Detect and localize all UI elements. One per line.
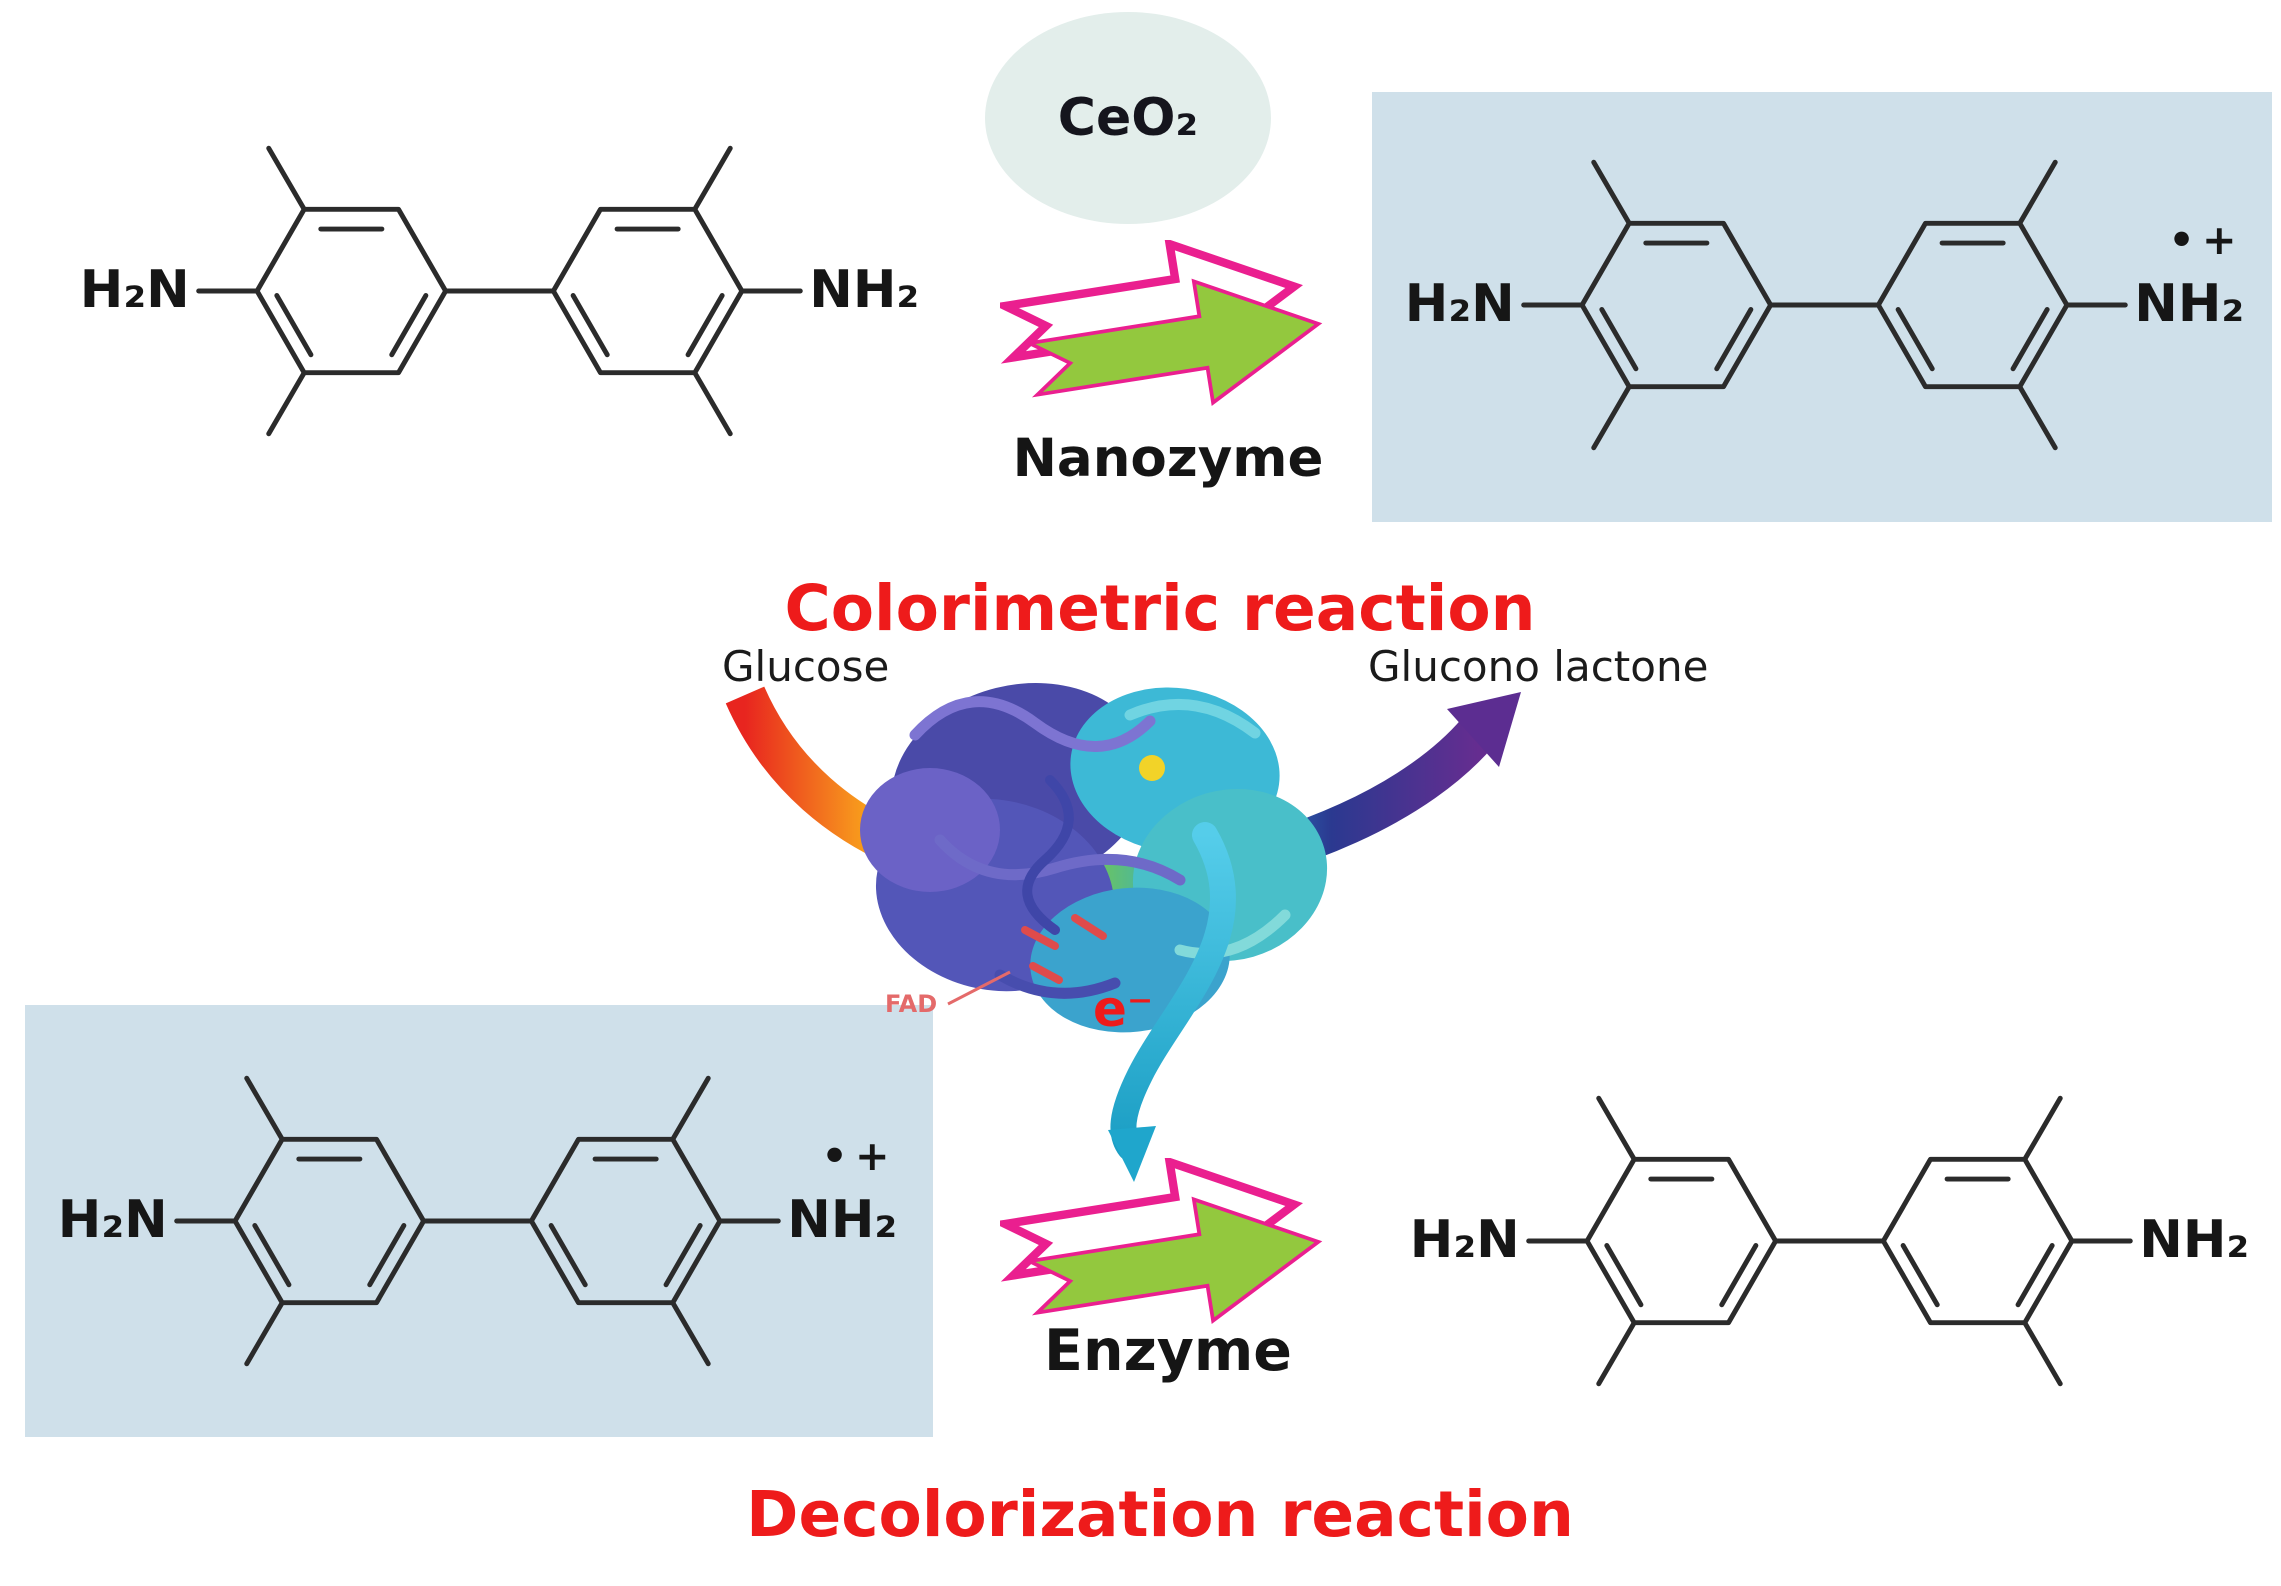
ceo2-nanozyme-ellipse: CeO₂ [985, 12, 1271, 224]
electron-transfer-arrow [1110, 822, 1237, 1161]
nanozyme-reaction-arrow [1000, 240, 1330, 432]
glucose-oxidase-protein: FAD [860, 683, 1328, 1033]
glucose-oxidation-artwork: FAD [725, 683, 1521, 1182]
electron-arrowhead [1108, 1126, 1156, 1182]
amine-right-label: NH₂ [2139, 1210, 2249, 1270]
glucose-label: Glucose [722, 642, 890, 691]
rainbow-arrowhead [1447, 692, 1521, 767]
protein-ribbon-strand [1124, 699, 1261, 739]
amine-left-label: H₂N [1410, 1210, 1520, 1270]
amine-right-label: NH₂ [787, 1190, 897, 1250]
active-site-dot [1139, 755, 1165, 781]
oxidized-tmb-structure-bottom-left: H₂N NH₂ •+ [33, 1010, 913, 1432]
fad-pointer-line [947, 970, 1011, 1006]
electron-label: e⁻ [1093, 980, 1154, 1038]
radical-cation-label: •+ [2168, 216, 2243, 264]
nanozyme-label: Nanozyme [1012, 428, 1324, 489]
protein-ribbon-strand [994, 969, 1121, 999]
benzidine-skeleton [1529, 1098, 2131, 1384]
enzyme-label: Enzyme [1044, 1318, 1292, 1384]
colorimetric-reaction-title: Colorimetric reaction [784, 572, 1536, 645]
glucono-lactone-label: Glucono lactone [1368, 642, 1709, 691]
decolorization-reaction-title: Decolorization reaction [746, 1478, 1574, 1551]
tmb-structure-bottom-right: H₂N NH₂ [1385, 1030, 2265, 1452]
fad-cofactor-sticks [1021, 914, 1107, 984]
benzidine-skeleton [1524, 162, 2126, 448]
ceo2-label: CeO₂ [1057, 88, 1199, 148]
amine-right-label: NH₂ [809, 260, 919, 320]
fad-label: FAD [885, 990, 937, 1018]
amine-left-label: H₂N [1405, 274, 1515, 334]
benzidine-skeleton [199, 148, 801, 434]
benzidine-skeleton [177, 1078, 779, 1364]
protein-ribbon-strand [934, 834, 1186, 886]
amine-left-label: H₂N [80, 260, 190, 320]
radical-cation-label: •+ [821, 1132, 896, 1180]
tmb-structure-top-left: H₂N NH₂ [55, 80, 935, 502]
amine-right-label: NH₂ [2134, 274, 2244, 334]
protein-ribbon-strand [1022, 775, 1074, 935]
protein-ribbon-strand [1174, 909, 1291, 959]
oxidized-tmb-structure-top-right: H₂N NH₂ •+ [1380, 94, 2260, 516]
amine-left-label: H₂N [58, 1190, 168, 1250]
protein-ribbon-strand [909, 696, 1156, 752]
